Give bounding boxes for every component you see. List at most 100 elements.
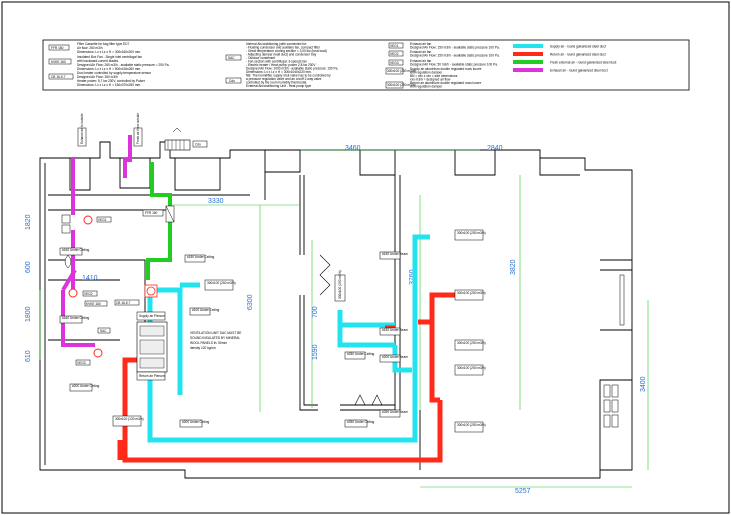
note-line: WOOL PANELS th. 50mm [190,341,227,345]
exhaust-out-label: Exhaust air to outside [80,113,84,144]
legend-code-cdu: Cdu [229,79,235,83]
flow-tag: 300x100 (250 m3/h) [457,423,486,427]
veg2-tag: VEG2 [84,292,93,296]
veg3-tag: VEG3 [77,361,86,365]
dim-600: 600 [25,261,32,273]
legend-text: Exhaust air fan [410,59,431,63]
note-line: VENTILATION UNIT SAC MUST BE [190,331,241,335]
legend-text: with regulation damper [410,85,443,89]
flow-tag: 300x100 (250 m3/h) [338,270,342,299]
room-callout: #150 Under Beam [382,252,408,256]
legend-text: controlled by the room humidity thermost… [246,81,307,85]
legend-text: Insulated Box Fan - Single inlet centrif… [77,55,142,59]
legend-code-cb: CB 16-5.7 [51,75,66,79]
flow-tag: 300x100 (250 m3/h) [457,341,486,345]
sound-insulation-note: VENTILATION UNIT SAC MUST BE SOUND INSUL… [190,331,241,350]
legend-code-ffr: FFR 160 [51,46,64,50]
legend-text: Supply air aluminium double regulated ro… [410,67,482,71]
fan-veg2: VEG2 [68,288,98,298]
legend-box: FFR 160 Filter Cassette for bag filter t… [42,39,690,91]
legend-text: a pressure regulation valve and an on/of… [246,77,322,81]
flow-tags [112,229,484,433]
flow-tag: 300x100 (250 m3/h) [457,231,486,235]
supply-duct-swatch [513,44,543,48]
legend-text: Dimensions: Lx x Lz x H = 300x1040x220 m… [246,70,312,74]
legend-text: - Outdoor condenser [246,56,276,60]
note-line: SOUND INSULATED BY MINERAL [190,336,240,340]
legend-code-veg2: VEG2 [390,52,399,56]
legend-text: xxx m3/h = designed air flow [410,78,451,82]
dim-3400: 3400 [640,376,647,392]
room-callout: #200 Under Ceiling [72,384,100,388]
flow-tag: 300x100 (250 m3/h) [457,291,486,295]
filter-ffr: FFR 160 [142,205,175,223]
room-callout: #150 Under Beam [382,328,408,332]
dim-1800: 1800 [25,306,32,322]
fan-kvke: KVKE 160 [84,284,158,307]
room-callout: #160 Under Ceiling [62,248,90,252]
fresh-in-label: Fresh air from outside [136,113,140,144]
dim-1410: 1410 [82,275,98,282]
legend-text: BN = xxx x xxx = size dimensions [410,74,458,78]
duct-key-label: Fresh external air - round galvanized st… [550,61,617,65]
flow-tag: 300x100 (250 m3/h) [457,366,486,370]
dim-1820: 1820 [25,214,32,230]
legend-text: - Electric heater / Heat pump: power 2,8… [246,63,316,67]
door-swings [319,254,383,406]
dim-6300: 6300 [247,294,254,310]
fresh-air-duct-swatch [513,60,543,64]
outdoor-unit-cdu: Cdu [164,127,208,151]
legend-code-veg1: VEG1 [390,44,399,48]
dim-3460: 3460 [345,145,361,152]
wc-fixtures [61,214,72,269]
unit-sac: SAC Supply air Plenum Return air Plenum [97,311,168,381]
dim-2840: 2840 [487,145,503,152]
return-duct-swatch [513,52,543,56]
legend-text: - Great temperature cooling section = 3,… [246,49,327,53]
legend-text: with regulation damper [410,71,443,75]
legend-text: External Airconditioning Unit - Heat pum… [246,84,311,88]
legend-text: Dimensions: Lx x Lz x H = 500x416x260 mm… [77,67,141,71]
legend-code-kvke: KVKE 160 [51,60,66,64]
legend-text: Designed Air Flow: 150 m3/h - available … [410,54,500,58]
dim-610: 610 [25,350,32,362]
legend-text: - Adjusting damper (wall duct) and conde… [246,53,317,57]
legend-text: - Floating condenser and auxiliary fan, … [246,46,321,50]
room-callout: #200 Under Ceiling [182,420,210,424]
exhaust-outside-tags: Exhaust air to outside Fresh air from ou… [77,113,143,147]
sac-tag: SAC [100,329,107,333]
legend-text: NB: The humidifier supply shut valve has… [246,74,331,78]
room-callout: #250 Under Ceiling [347,420,375,424]
legend-text: Exhaust air fan [410,50,431,54]
legend-text: Heater power: 5,7 kw 230V, controlled by… [77,79,146,83]
legend-text: Return air aluminium double regulated ro… [410,81,481,85]
room-callout: #250 Under Beam [382,410,408,414]
duct-key-label: Return air - round galvanized steel duct [550,53,606,57]
dim-700: 700 [312,306,319,318]
dim-3820: 3820 [510,259,517,275]
legend-text: Filter Cassette for bag filter type EU7 [77,42,129,46]
dim-3330: 3330 [208,198,224,205]
legend-text: Internal Airconditioning (with connected… [246,42,307,46]
exhaust-ducts [61,135,132,347]
veg1-tag: VEG1 [98,218,107,222]
kvke-tag: KVKE 160 [86,302,101,306]
legend-text: Duct heater controlled by supply tempera… [77,71,152,75]
ffr-tag: FFR 160 [145,211,158,215]
legend-code-return-louvre: 300x100 (250 m3/h) [387,83,416,87]
legend-text: Dimensions: Lx x Lz x H = 300x160x200 mm… [77,50,141,54]
legend-code-sac: SAC [228,56,235,60]
supply-plenum-label: Supply air Plenum [139,314,165,318]
flow-tag: 300x100 (260 m3/h) [207,281,236,285]
fan-veg3: VEG3 [75,348,103,366]
legend-text: Designed Air Flow: 260 m3/h - available … [77,63,170,67]
legend-text: Designed Air Flow: 1000 m3/h - available… [246,67,338,71]
note-line: density 120 kg/cm [190,346,216,350]
room-callouts [59,247,401,428]
room-callout: #200 Under Beam [382,355,408,359]
legend-text: Dimensions: Lx x Lz x H = 160x370x250 mm… [77,83,141,87]
dim-1590: 1590 [312,344,319,360]
cdu-tag: Cdu [195,142,201,146]
room-callout: #100 Under Ceiling [192,308,220,312]
